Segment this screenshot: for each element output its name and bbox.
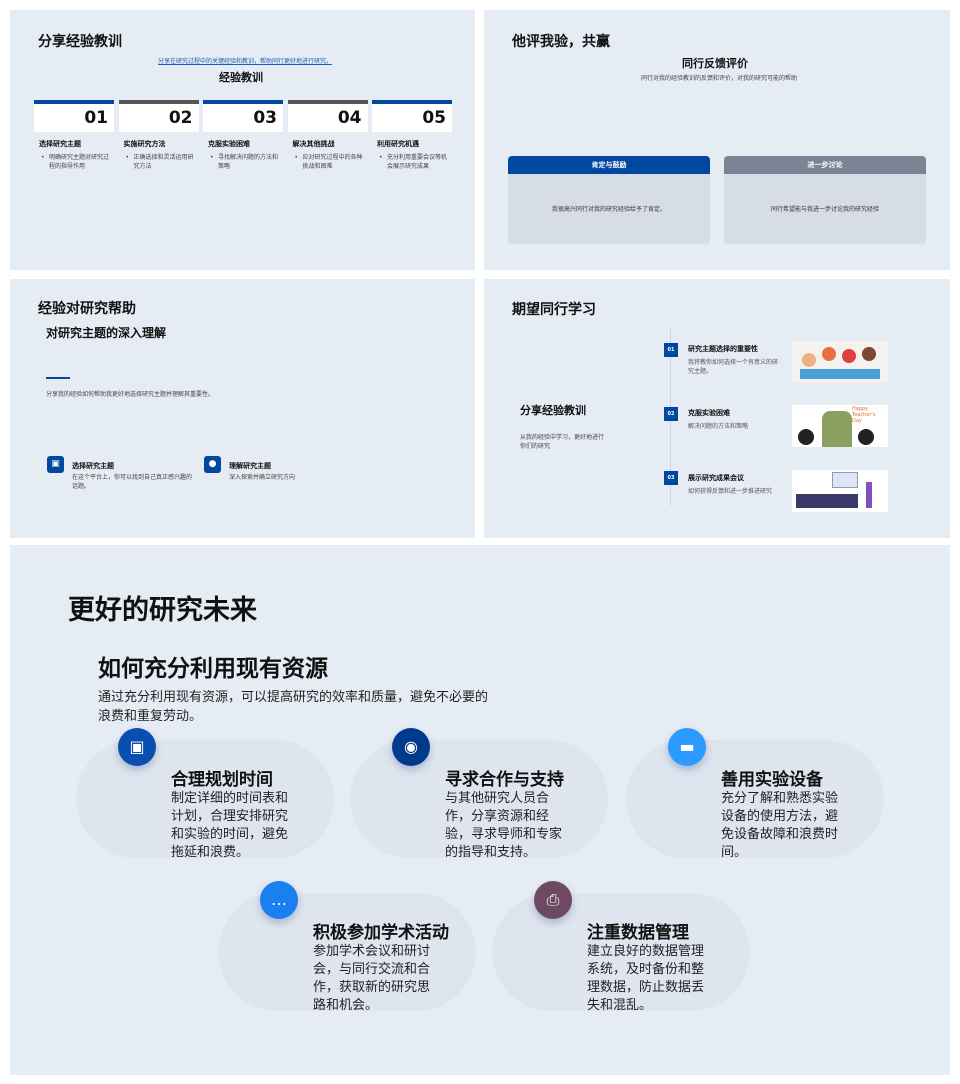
step-desc: 充分利用重要会议等机会展示研究成果 [377,153,452,171]
slide3-subtitle: 对研究主题的深入理解 [46,326,167,340]
item-desc: 深入探索并确立研究方向 [229,474,296,481]
step-number-box: 05 [372,100,452,132]
slide4-left-title: 分享经验教训 [520,404,586,417]
resource-card [350,740,608,858]
step-title: 克服实验困难 [208,140,250,148]
slide5-subtitle: 如何充分利用现有资源 [98,656,328,682]
image-icon: ▣ [47,456,64,473]
slide2-subtitle: 同行反馈评价 [682,57,748,70]
step-title: 解决其他挑战 [292,140,335,148]
illustration-caption: Happy Teacher's Day [852,406,876,424]
step-desc: 正确选择和灵活运用研究方法 [124,153,199,171]
item-title: 理解研究主题 [229,462,271,470]
slide1-link[interactable]: 分享在研究过程中的关键经验和教训，帮助同行更好地进行研究。 [158,58,333,65]
card-body: 我很高兴同行对我的研究经验给予了肯定。 [551,206,666,213]
step-desc: 寻找解决问题的方法和策略 [208,153,283,171]
image-icon: ▣ [118,728,156,766]
sofa-icon: ▬ [668,728,706,766]
slide1-subtitle: 经验教训 [219,71,263,84]
kids-illustration [792,341,888,383]
conference-illustration [792,470,888,512]
step-number: 02 [664,407,678,421]
step-title: 实施研究方法 [123,140,166,148]
slide4-left-desc: 从我的经验中学习，更好地进行你们的研究 [520,434,605,450]
resource-card [492,893,750,1011]
slide1-title: 分享经验教训 [38,34,122,50]
step-desc: 如何获得反馈和进一步推进研究 [688,488,773,495]
slide-help [10,279,475,538]
step-number: 03 [664,471,678,485]
step-title: 克服实验困难 [688,409,730,417]
location-icon: ● [204,456,221,473]
step-title: 研究主题选择的重要性 [688,345,758,353]
item-title: 选择研究主题 [72,462,114,470]
printer-icon: ⎙ [534,881,572,919]
card-desc: 建立良好的数据管理系统，及时备份和整理数据，防止数据丢失和混乱。 [587,944,705,1013]
step-title: 利用研究机遇 [377,140,419,148]
card-header: 肯定与鼓励 [508,156,710,174]
step-title: 展示研究成果会议 [688,474,744,482]
slide2-title: 他评我验，共赢 [512,34,610,50]
card-title: 寻求合作与支持 [445,770,564,790]
webcam-icon: ◉ [392,728,430,766]
card-desc: 参加学术会议和研讨会，与同行交流和合作，获取新的研究思路和机会。 [313,944,431,1013]
slide3-desc: 分享我的经验如何帮助我更好地选择研究主题并理解其重要性。 [46,391,215,398]
step-number-box: 02 [118,100,199,132]
slide5-title: 更好的研究未来 [68,595,257,626]
slide4-title: 期望同行学习 [512,302,596,318]
card-desc: 与其他研究人员合作，分享资源和经验，寻求导师和专家的指导和支持。 [445,791,563,860]
card-desc: 制定详细的时间表和计划，合理安排研究和实验的时间，避免拖延和浪费。 [171,791,289,860]
step-desc: 应对研究过程中的各种挑战和困难 [293,153,368,171]
step-title: 选择研究主题 [39,140,81,148]
step-desc: 解决问题的方法和策略 [688,423,749,430]
slide-lessons [10,10,475,270]
step-number-box: 04 [287,100,368,132]
card-title: 合理规划时间 [171,770,273,790]
teachers-day-illustration: Happy Teacher's Day [792,405,888,447]
card-title: 善用实验设备 [721,770,823,790]
card-desc: 充分了解和熟悉实验设备的使用方法，避免设备故障和浪费时间。 [721,791,839,860]
feedback-card-discussion: 进一步讨论同行希望能与我进一步讨论我的研究经验 [724,156,926,244]
slide3-title: 经验对研究帮助 [38,301,136,317]
feedback-card-positive: 肯定与鼓励我很高兴同行对我的研究经验给予了肯定。 [508,156,710,244]
chat-icon: … [260,881,298,919]
resource-card [626,740,884,858]
step-number-box: 01 [34,100,114,132]
card-title: 积极参加学术活动 [313,923,449,943]
card-title: 注重数据管理 [587,923,689,943]
slide5-desc: 通过充分利用现有资源，可以提高研究的效率和质量，避免不必要的浪费和重复劳动。 [98,690,489,724]
resource-card [218,893,476,1011]
accent-line [46,377,70,379]
step-desc: 明确研究主题对研究过程的指导作用 [39,153,114,171]
step-number-box: 03 [203,100,283,132]
resource-card [76,740,334,858]
item-desc: 在这个平台上，你可以找到自己真正感兴趣的话题。 [72,474,193,490]
card-body: 同行希望能与我进一步讨论我的研究经验 [770,206,879,213]
step-desc: 我将教你如何选择一个有意义的研究主题。 [688,359,779,375]
card-header: 进一步讨论 [724,156,926,174]
step-number: 01 [664,343,678,357]
slide2-desc: 同行对我的经验教训的反馈和评价，对我的研究可能的帮助 [641,75,798,82]
